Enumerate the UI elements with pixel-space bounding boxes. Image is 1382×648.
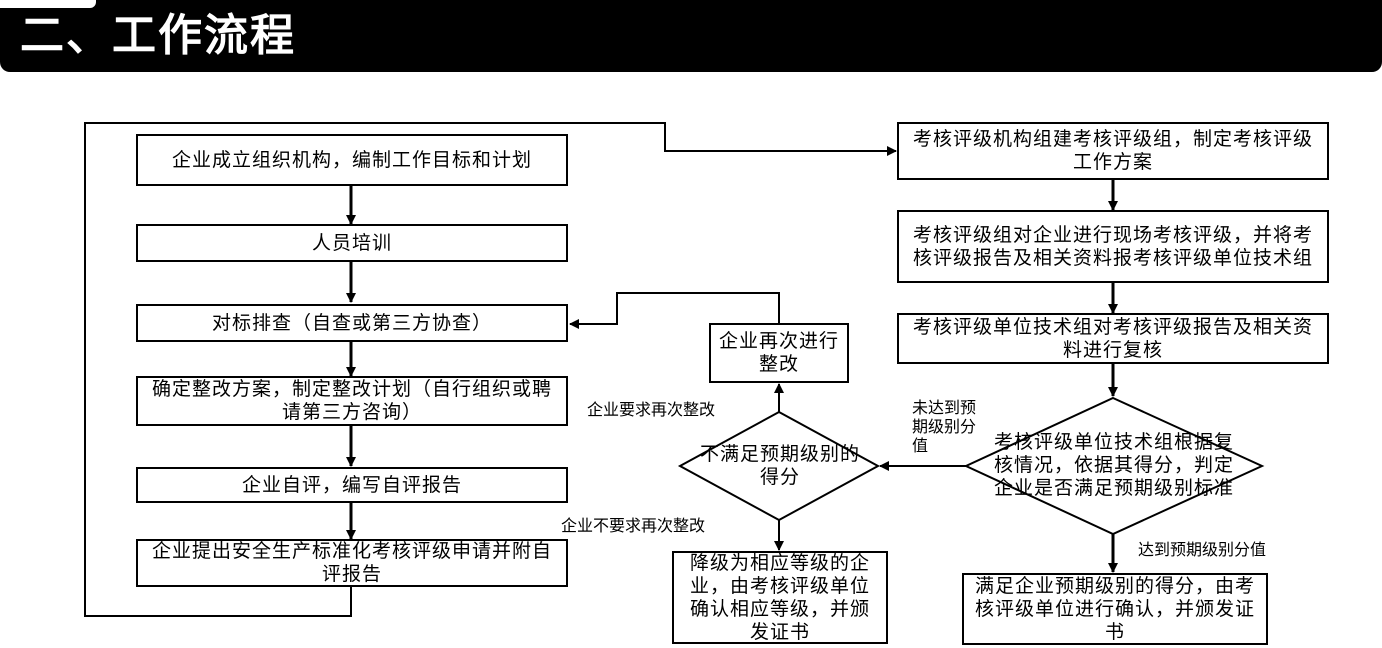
box-rectify-again: 企业再次进行整改	[709, 323, 849, 383]
step-rectification-plan: 确定整改方案，制定整改计划（自行组织或聘请第三方咨询）	[136, 376, 568, 426]
decision-main-shape	[963, 396, 1265, 536]
decision-main: 考核评级单位技术组根据复核情况，依据其得分，判定企业是否满足预期级别标准	[994, 430, 1235, 499]
step-personnel-training: 人员培训	[136, 224, 568, 262]
label-not-require-again: 企业不要求再次整改	[561, 516, 706, 535]
box-downgrade: 降级为相应等级的企业，由考核评级单位确认相应等级，并颁发证书	[672, 551, 888, 644]
step-technical-review: 考核评级单位技术组对考核评级报告及相关资料进行复核	[897, 313, 1329, 364]
decision-fail: 不满足预期级别的得分	[700, 443, 861, 488]
header-tab-decoration	[0, 0, 96, 8]
step-benchmark-check: 对标排查（自查或第三方协查）	[136, 304, 568, 342]
step-submit-application: 企业提出安全生产标准化考核评级申请并附自评报告	[136, 539, 568, 587]
section-header: 二、工作流程	[0, 0, 1382, 72]
step-onsite-evaluation: 考核评级组对企业进行现场考核评级，并将考核评级报告及相关资料报考核评级单位技术组	[897, 210, 1329, 283]
step-establish-organization: 企业成立组织机构，编制工作目标和计划	[136, 134, 568, 186]
box-satisfied: 满足企业预期级别的得分，由考核评级单位进行确认，并颁发证书	[962, 573, 1268, 645]
decision-fail-shape	[677, 410, 881, 522]
step-self-evaluation: 企业自评，编写自评报告	[136, 467, 568, 503]
section-title: 二、工作流程	[20, 10, 296, 61]
label-require-again: 企业要求再次整改	[587, 400, 716, 419]
label-not-reached: 未达到预期级别分值	[912, 398, 977, 455]
label-reached: 达到预期级别分值	[1138, 540, 1267, 559]
arrow-back-to-check	[569, 292, 780, 329]
step-form-evaluation-team: 考核评级机构组建考核评级组，制定考核评级工作方案	[897, 122, 1329, 180]
arrow-submit-application	[84, 122, 897, 617]
